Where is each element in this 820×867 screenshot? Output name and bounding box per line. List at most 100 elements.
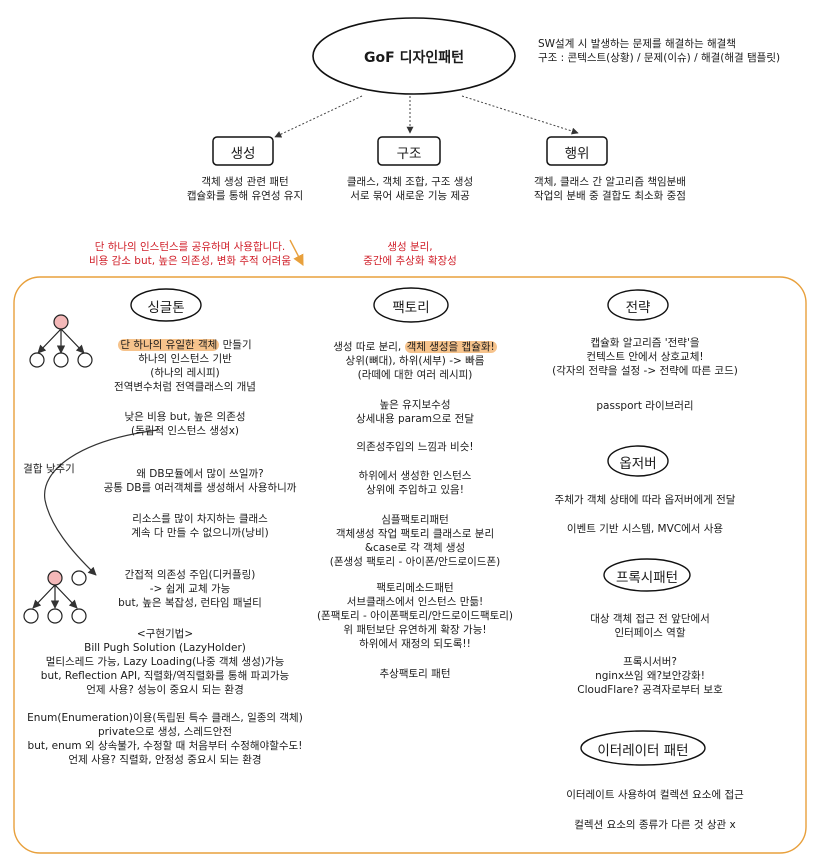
singleton-f-3: but, Reflection API, 직렬화/역직렬화를 통해 파괴가능 [40,670,290,682]
singleton-d-1: 계속 다 만들 수 없으니까(낭비) [131,527,269,539]
proxy-block-a: 대상 객체 접근 전 앞단에서 인터페이스 역할 [555,612,745,640]
root-description-2: 구조 : 콘텍스트(상황) / 문제(이슈) / 해결(해결 탬플릿) [538,52,781,64]
decouple-curve-arrow [44,429,159,576]
singleton-ellipse [130,288,202,322]
iterator-block-a: 이터레이트 사용하여 컬렉션 요소에 접근 [545,788,765,802]
iterator-title: 이터레이터 패턴 [597,743,689,759]
structural-desc-1: 클래스, 객체 조합, 구조 생성 [346,176,474,188]
singleton-g-0: Enum(Enumeration)이용(독립된 특수 클래스, 일종의 객체) [27,712,303,724]
singleton-highlight: 단 하나의 유일한 객체 [118,339,220,351]
observer-b-0: 이벤트 기반 시스템, MVC에서 사용 [566,523,724,535]
singleton-g-2: but, enum 외 상속불가, 수정할 때 처음부터 수정해야할수도! [27,740,303,752]
arrow-root-to-creational [274,95,363,138]
creational-desc-2: 캡슐화를 통해 유연성 유지 [186,190,304,202]
arrow-root-to-behavioral [461,95,579,135]
singleton-block-e: 간접적 의존성 주입(디커플링) -> 쉽게 교체 가능 but, 높은 복잡성… [90,568,290,610]
factory-e-2: &case로 각 객체 생성 [364,542,466,554]
strategy-block-b: passport 라이브러리 [545,399,745,413]
factory-b-1: 상세내용 param으로 전달 [355,413,475,425]
factory-a-0: 상위(뼈대), 하위(세부) -> 빠름 [345,355,485,367]
singleton-c-0: 왜 DB모듈에서 많이 쓰일까? [136,468,264,480]
decoupled-tree-icon [23,570,87,624]
strategy-a-2: (각자의 전략을 설정 -> 전략에 따른 코드) [552,365,738,377]
factory-line-1: 생성 따로 분리, 객체 생성을 캡슐화! [305,340,525,354]
orange-arrow [289,239,304,266]
factory-g-0: 추상팩토리 패턴 [379,668,451,680]
singleton-line-1: 단 하나의 유일한 객체 만들기 [70,338,300,352]
observer-ellipse [607,445,669,477]
singleton-block-g: Enum(Enumeration)이용(독립된 특수 클래스, 일종의 객체) … [20,711,310,767]
behavioral-box [546,136,608,166]
root-title: GoF 디자인패턴 [364,50,464,66]
singleton-title: 싱글톤 [147,300,185,316]
factory-block-c: 의존성주입의 느낌과 비슷! [305,440,525,454]
singleton-note-2: 비용 감소 but, 높은 의존성, 변화 추적 어려움 [88,255,292,267]
singleton-d-0: 리소스를 많이 차지하는 클래스 [132,513,268,525]
root-description-1: SW설계 시 발생하는 문제를 해결하는 해결책 [538,38,736,50]
proxy-title: 프록시패턴 [615,570,679,586]
factory-f-1: 서브클래스에서 인스턴스 만듦! [346,596,484,608]
factory-f-0: 팩토리메소드패턴 [376,582,454,594]
factory-block-b: 높은 유지보수성 상세내용 param으로 전달 [305,398,525,426]
singleton-tree-icon [29,314,93,368]
creational-box [212,136,274,166]
iterator-a-0: 이터레이트 사용하여 컬렉션 요소에 접근 [566,789,744,801]
factory-a-1: (라떼에 대한 여러 레시피) [357,369,473,381]
behavioral-desc-1: 객체, 클래스 간 알고리즘 책임분배 [534,176,686,188]
factory-e-1: 객체생성 작업 팩토리 클래스로 분리 [335,528,495,540]
structural-desc-2: 서로 묶어 새로운 기능 제공 [350,190,470,202]
singleton-e-2: but, 높은 복잡성, 런타임 패널티 [118,597,262,609]
proxy-block-b: 프록시서버? nginx쓰임 왜?보안강화! CloudFlare? 공격자로부… [555,655,745,697]
factory-note-2: 중간에 추상화 확장성 [363,255,457,267]
iterator-block-b: 컬렉션 요소의 종류가 다른 것 상관 x [545,818,765,832]
proxy-ellipse [603,558,691,592]
factory-line-1-pre: 생성 따로 분리, [333,341,405,353]
factory-block-a: 상위(뼈대), 하위(세부) -> 빠름 (라떼에 대한 여러 레시피) [305,354,525,382]
singleton-c-1: 공통 DB를 여러객체를 생성해서 사용하니까 [103,482,297,494]
strategy-title: 전략 [625,300,651,316]
singleton-block-f: <구현기법> Bill Pugh Solution (LazyHolder) 멀… [20,627,310,697]
singleton-a-0: 하나의 인스턴스 기반 [138,353,232,365]
observer-block-a: 주체가 객체 상태에 따라 옵저버에게 전달 [535,493,755,507]
singleton-a-1: (하나의 레시피) [150,367,220,379]
strategy-block-a: 캡슐화 알고리즘 '전략'을 컨텍스트 안에서 상호교체! (각자의 전략을 설… [545,336,745,378]
behavioral-label: 행위 [564,146,590,162]
singleton-note-1: 단 하나의 인스턴스를 공유하며 사용합니다. [94,241,286,253]
factory-highlight: 객체 생성을 캡슐화! [404,341,497,353]
factory-b-0: 높은 유지보수성 [379,399,451,411]
factory-block-g: 추상팩토리 패턴 [305,667,525,681]
factory-note-1: 생성 분리, [387,241,433,253]
factory-block-f: 팩토리메소드패턴 서브클래스에서 인스턴스 만듦! (폰팩토리 - 아이폰팩토리… [295,581,535,651]
structural-label: 구조 [396,146,422,162]
observer-block-b: 이벤트 기반 시스템, MVC에서 사용 [535,522,755,536]
observer-title: 옵저버 [619,456,657,472]
singleton-side-label: 결합 낮추기 [23,463,75,475]
factory-ellipse [373,287,449,323]
factory-f-3: 위 패턴보단 유연하게 확장 가능! [343,624,487,636]
creational-container [13,276,807,854]
singleton-e-1: -> 쉽게 교체 가능 [149,583,231,595]
factory-f-4: 하위에서 재정의 되도록!! [359,638,471,650]
singleton-block-b: 낮은 비용 but, 높은 의존성 (독립적 인스턴스 생성x) [70,410,300,438]
singleton-block-d: 리소스를 많이 차지하는 클래스 계속 다 만들 수 없으니까(낭비) [80,512,320,540]
singleton-f-1: Bill Pugh Solution (LazyHolder) [84,642,246,654]
singleton-block-a: 하나의 인스턴스 기반 (하나의 레시피) 전역변수처럼 전역클래스의 개념 [70,352,300,394]
iterator-b-0: 컬렉션 요소의 종류가 다른 것 상관 x [574,819,736,831]
proxy-a-0: 대상 객체 접근 전 앞단에서 [590,613,710,625]
singleton-line-1-rest: 만들기 [219,339,252,351]
singleton-f-0: <구현기법> [136,628,194,640]
factory-title: 팩토리 [392,300,430,316]
iterator-ellipse [580,730,706,766]
root-ellipse [312,17,516,95]
proxy-b-2: CloudFlare? 공격자로부터 보호 [577,684,723,696]
factory-block-d: 하위에서 생성한 인스턴스 상위에 주입하고 있음! [305,469,525,497]
singleton-b-0: 낮은 비용 but, 높은 의존성 [124,411,246,423]
proxy-b-1: nginx쓰임 왜?보안강화! [595,670,705,682]
factory-c-0: 의존성주입의 느낌과 비슷! [356,441,474,453]
creational-desc-1: 객체 생성 관련 패턴 [201,176,289,188]
singleton-e-0: 간접적 의존성 주입(디커플링) [124,569,256,581]
behavioral-desc-2: 작업의 분배 중 결합도 최소화 중점 [534,190,686,202]
singleton-f-4: 언제 사용? 성능이 중요시 되는 환경 [86,684,244,696]
factory-f-2: (폰팩토리 - 아이폰팩토리/안드로이드팩토리) [316,610,514,622]
